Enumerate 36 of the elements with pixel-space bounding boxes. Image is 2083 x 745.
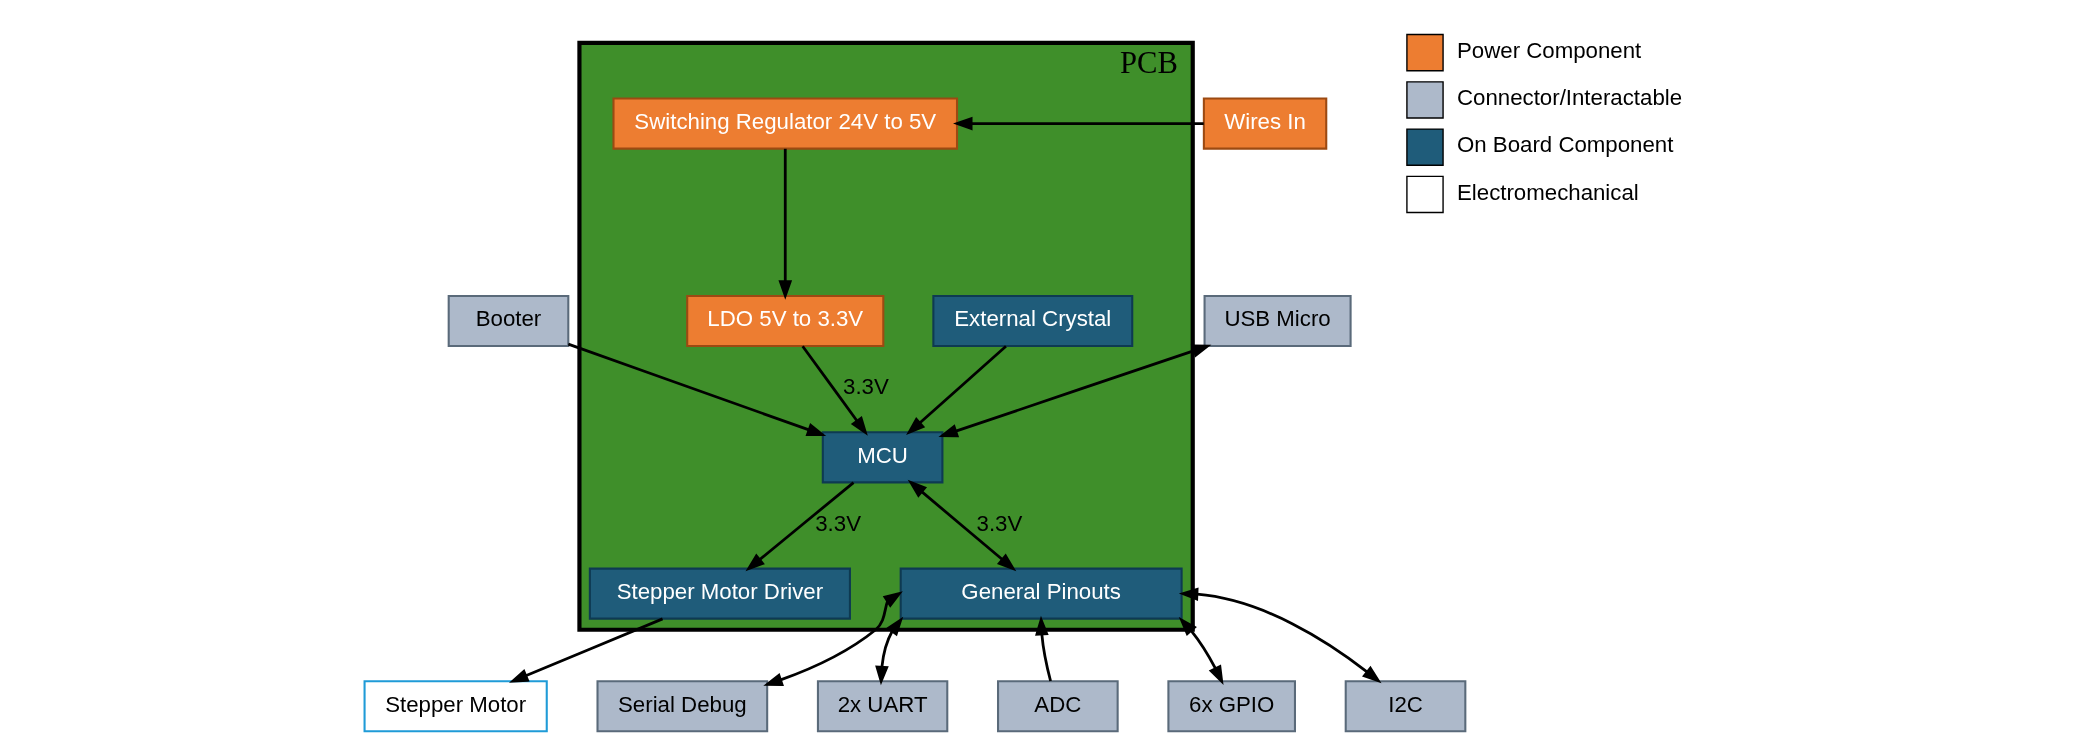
edge-label: 3.3V <box>976 510 1023 536</box>
legend-label: Connector/Interactable <box>1456 85 1683 111</box>
node-box: Serial Debug <box>596 680 769 733</box>
node-box: External Crystal <box>932 294 1134 348</box>
arrow <box>801 345 868 436</box>
arrow <box>1035 615 1052 682</box>
arrow <box>938 344 1212 438</box>
legend-label: On Board Component <box>1456 132 1674 158</box>
node-box: LDO 5V to 3.3V <box>686 294 885 348</box>
arrow <box>875 616 904 686</box>
arrow <box>778 148 793 300</box>
node-box: I2C <box>1344 680 1467 733</box>
legend-label: Electromechanical <box>1456 179 1639 205</box>
node-box: Wires In <box>1202 97 1328 150</box>
arrow <box>953 116 1204 131</box>
arrow <box>763 591 903 686</box>
node-box: 2x UART <box>816 680 949 733</box>
node-box: Switching Regulator 24V to 5V <box>612 97 959 150</box>
node-box: ADC <box>997 680 1119 733</box>
node-box: Stepper Motor Driver <box>588 567 851 620</box>
node-box: Stepper Motor <box>363 680 548 733</box>
arrow <box>1178 616 1224 685</box>
arrow <box>745 481 855 572</box>
arrow <box>906 345 1007 436</box>
edge-label: 3.3V <box>843 374 889 400</box>
arrow <box>907 479 1017 572</box>
node-box: 6x GPIO <box>1167 680 1296 733</box>
node-box: Booter <box>447 294 570 348</box>
node-box: MCU <box>821 431 944 484</box>
node-box: General Pinouts <box>899 567 1183 620</box>
arrow <box>567 342 827 436</box>
node-box: USB Micro <box>1203 294 1352 348</box>
edge-label: 3.3V <box>815 510 861 536</box>
arrow <box>1178 587 1382 684</box>
legend-label: Power Component <box>1456 37 1642 63</box>
arrow <box>509 617 664 683</box>
